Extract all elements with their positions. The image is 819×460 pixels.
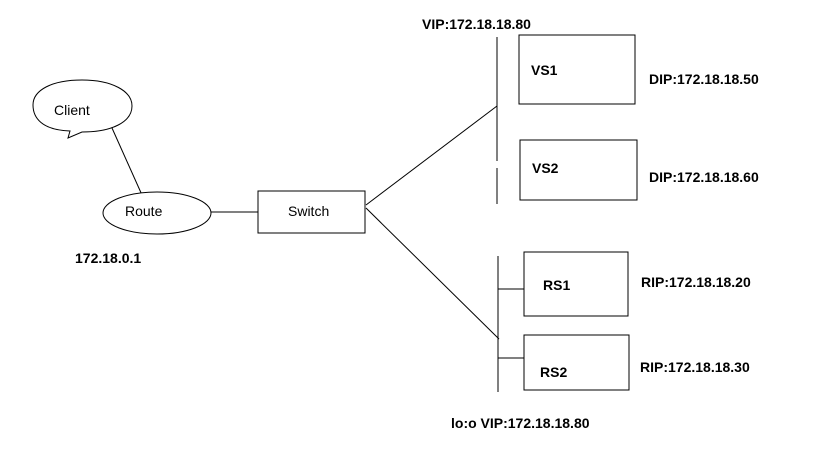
client-label: Client [54,102,90,118]
client-node: Client [32,79,133,139]
vs2-node: VS2 [519,139,638,201]
vs1-label: VS1 [531,62,558,78]
switch-vs-bus-link [365,105,498,206]
vs1-dip-label: DIP:172.18.18.50 [649,71,759,87]
rs2-label: RS2 [540,364,567,380]
vs1-node: VS1 [518,34,636,105]
rs1-label: RS1 [543,277,570,293]
vs2-dip-label: DIP:172.18.18.60 [649,169,759,185]
switch-label: Switch [288,203,329,219]
rs2-rip-label: RIP:172.18.18.30 [640,359,750,375]
rs1-rip-label: RIP:172.18.18.20 [641,274,751,290]
lo-vip-label: lo:o VIP:172.18.18.80 [451,415,590,431]
route-node: Route [102,191,212,235]
rs1-node: RS1 [523,251,629,317]
route-label: Route [125,203,163,219]
switch-node: Switch [257,190,366,234]
rs2-box [523,334,630,391]
route-ip-label: 172.18.0.1 [75,250,141,266]
rs2-node: RS2 [523,334,630,391]
route-ellipse [102,191,212,235]
client-bubble-shape [32,79,133,139]
switch-rs-bus-link [365,207,500,340]
vs1-box [518,34,636,105]
rs1-box [523,251,629,317]
switch-box [257,190,366,234]
vs2-label: VS2 [532,160,559,176]
client-route-link [111,127,143,196]
vs2-box [519,139,638,201]
vip-label: VIP:172.18.18.80 [422,16,531,32]
